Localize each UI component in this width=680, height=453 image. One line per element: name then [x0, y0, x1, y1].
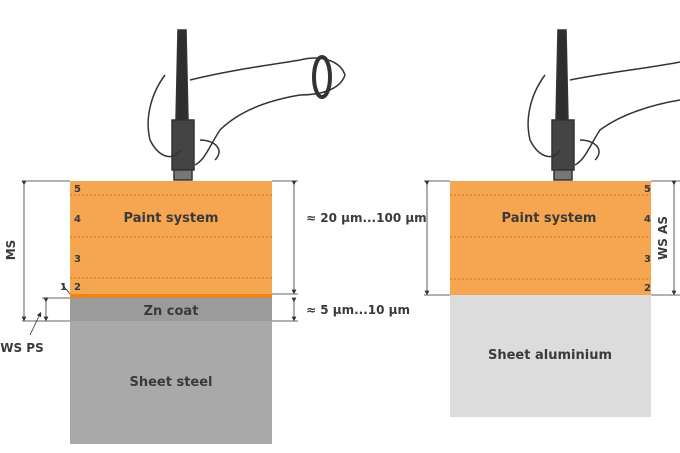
sheet-steel-layer — [70, 321, 272, 444]
ms-label: MS — [4, 240, 18, 261]
paint-thickness-label: ≈ 20 µm...100 µm — [306, 211, 427, 225]
ws-as-label: WS AS — [656, 216, 670, 260]
probe-hand-right — [527, 29, 680, 181]
ws-ps-label: WS PS — [0, 341, 44, 355]
paint-system-label-right: Paint system — [502, 211, 597, 226]
layer-number: 2 — [74, 282, 81, 293]
layer-number: 1 — [60, 282, 67, 293]
layer-number: 3 — [644, 254, 651, 265]
paint-system-layer-right — [450, 181, 651, 295]
layer-dividers-left — [70, 194, 272, 279]
zn-coat-layer — [70, 298, 272, 321]
layer-number: 4 — [644, 214, 651, 225]
primer-layer-left — [70, 294, 272, 298]
sheet-aluminium-label: Sheet aluminium — [488, 348, 612, 363]
dimension-lines-left — [21, 180, 298, 336]
probe-hand-left — [147, 29, 346, 181]
sheet-aluminium-layer — [450, 295, 651, 417]
paint-system-label-left: Paint system — [124, 211, 219, 226]
layer-number: 3 — [74, 254, 81, 265]
layer-dividers-right — [450, 194, 651, 280]
zn-thickness-label: ≈ 5 µm...10 µm — [306, 303, 410, 317]
layer-number: 2 — [644, 283, 651, 294]
layer-number: 4 — [74, 214, 81, 225]
layer-number: 5 — [74, 184, 81, 195]
dimension-lines-right — [424, 180, 680, 296]
zn-coat-label: Zn coat — [144, 304, 199, 319]
layer-number: 5 — [644, 184, 651, 195]
sheet-steel-label: Sheet steel — [129, 375, 212, 390]
